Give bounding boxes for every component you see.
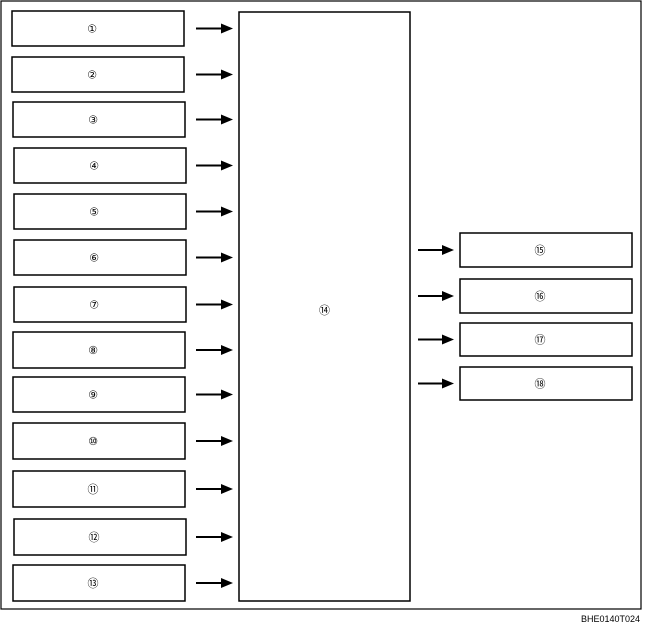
input-label: ⑩ bbox=[88, 435, 98, 448]
input-block-11: ⑪ bbox=[12, 470, 186, 508]
input-block-12: ⑫ bbox=[13, 518, 187, 556]
input-arrow-13 bbox=[196, 578, 233, 588]
input-label: ③ bbox=[88, 114, 98, 127]
input-label: ⑬ bbox=[88, 577, 99, 590]
diagram-border bbox=[0, 0, 642, 610]
input-arrow-12 bbox=[196, 532, 233, 542]
input-block-2: ② bbox=[11, 56, 185, 93]
output-label: ⑯ bbox=[535, 290, 546, 303]
input-arrow-9 bbox=[196, 389, 233, 400]
input-arrow-7 bbox=[196, 299, 233, 310]
input-arrow-1 bbox=[196, 23, 233, 34]
input-arrow-5 bbox=[196, 206, 233, 217]
input-block-3: ③ bbox=[12, 101, 186, 138]
input-arrow-10 bbox=[196, 436, 233, 446]
input-arrow-11 bbox=[196, 484, 233, 494]
output-label: ⑮ bbox=[535, 244, 546, 257]
input-block-13: ⑬ bbox=[12, 564, 186, 602]
input-block-6: ⑥ bbox=[13, 239, 187, 276]
output-blocks: ⑮ ⑯ ⑰ ⑱ bbox=[418, 232, 633, 401]
output-block-2: ⑯ bbox=[459, 278, 633, 314]
input-label: ② bbox=[87, 69, 97, 82]
input-arrow-3 bbox=[196, 114, 233, 125]
output-block-1: ⑮ bbox=[459, 232, 633, 268]
input-label: ④ bbox=[89, 160, 99, 173]
controller-label: ⑭ bbox=[319, 304, 330, 317]
input-arrow-8 bbox=[196, 345, 233, 355]
input-block-4: ④ bbox=[13, 147, 187, 184]
output-block-3: ⑰ bbox=[459, 322, 633, 357]
input-block-1: ① bbox=[11, 10, 185, 47]
input-block-9: ⑨ bbox=[12, 376, 186, 413]
input-label: ⑨ bbox=[88, 389, 98, 402]
input-block-5: ⑤ bbox=[13, 193, 187, 230]
output-arrow-1 bbox=[418, 245, 454, 255]
input-block-10: ⑩ bbox=[12, 422, 186, 460]
input-arrow-2 bbox=[196, 69, 233, 80]
output-block-4: ⑱ bbox=[459, 366, 633, 401]
input-label: ⑥ bbox=[89, 252, 99, 265]
output-label: ⑰ bbox=[535, 334, 546, 347]
output-arrow-2 bbox=[418, 291, 454, 301]
figure-code: BHE0140T024 bbox=[581, 614, 640, 624]
output-arrow-3 bbox=[418, 334, 454, 345]
output-label: ⑱ bbox=[535, 378, 546, 391]
input-block-7: ⑦ bbox=[13, 286, 187, 323]
input-arrow-6 bbox=[196, 252, 233, 263]
input-label: ① bbox=[87, 23, 97, 36]
input-label: ⑧ bbox=[88, 344, 98, 357]
input-blocks: ① ② ③ ④ ⑤ ⑥ ⑦ ⑧ ⑨ ⑩ ⑪ ⑫ ⑬ bbox=[11, 10, 233, 602]
controller-block: ⑭ bbox=[238, 11, 411, 602]
input-label: ⑫ bbox=[89, 531, 100, 544]
input-label: ⑤ bbox=[89, 206, 99, 219]
input-label: ⑪ bbox=[88, 483, 99, 496]
input-arrow-4 bbox=[196, 160, 233, 171]
output-arrow-4 bbox=[418, 378, 454, 389]
input-block-8: ⑧ bbox=[12, 331, 186, 369]
input-label: ⑦ bbox=[89, 299, 99, 312]
